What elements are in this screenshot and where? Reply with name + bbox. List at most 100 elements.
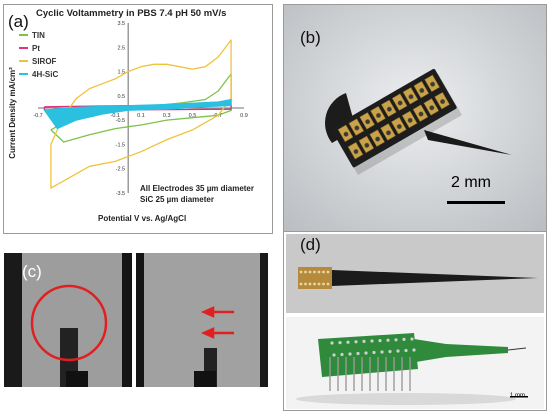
cv-chart: -0.7-0.3-0.10.10.30.50.70.93.52.51.50.5-…	[8, 8, 254, 223]
pad-via	[418, 111, 424, 117]
x-tick-label: -0.7	[33, 113, 42, 119]
panel-label-b: (b)	[300, 28, 321, 47]
header-pin	[317, 282, 321, 286]
panel-label-a: (a)	[8, 12, 29, 31]
electrode-array-photo	[284, 5, 546, 233]
probe-top-view	[286, 234, 544, 313]
pad-via	[397, 100, 403, 106]
pad-via	[386, 106, 392, 112]
scale-bar	[447, 201, 505, 204]
header-pin	[313, 282, 316, 286]
solder-joint	[346, 340, 350, 344]
y-tick-label: -1.5	[116, 142, 125, 148]
imaging-frames	[4, 253, 268, 387]
header-pin	[322, 282, 325, 286]
header-pin	[304, 270, 307, 274]
pad-via	[408, 94, 414, 100]
pad-via	[407, 117, 413, 123]
pad-via	[375, 136, 381, 142]
header-pin	[313, 270, 316, 274]
pad-via	[375, 112, 382, 119]
solder-joint	[370, 339, 374, 343]
header-pin	[317, 270, 321, 274]
pad-via	[343, 131, 349, 137]
pad-via	[385, 130, 392, 136]
x-tick-label: 0.3	[163, 113, 171, 119]
pad-via	[440, 98, 446, 105]
solder-joint	[404, 348, 408, 353]
solder-joint	[410, 337, 414, 341]
probe-side-view	[286, 317, 544, 409]
panel-label-c: (c)	[22, 262, 42, 281]
panel-a-chart: -0.7-0.3-0.10.10.30.50.70.93.52.51.50.5-…	[3, 4, 273, 234]
y-tick-label: -2.5	[116, 167, 125, 173]
y-tick-label: -0.5	[116, 118, 125, 124]
header-pin	[308, 270, 312, 274]
scale-label-b: 2 mm	[451, 174, 491, 191]
pcb-board	[318, 333, 418, 377]
x-tick-label: 0.1	[137, 113, 145, 119]
chart-annotation: All Electrodes 35 µm diameter	[140, 184, 254, 193]
legend-label: Pt	[32, 44, 40, 53]
y-tick-label: 3.5	[117, 21, 125, 27]
header-pin	[299, 270, 303, 274]
highlight-circle	[30, 284, 108, 362]
series-4h-sic-area	[43, 98, 232, 130]
y-tick-label: 1.5	[117, 70, 125, 76]
solder-joint	[402, 337, 406, 341]
panel-d-photos: 1 mm	[283, 231, 547, 411]
y-tick-label: 0.5	[117, 94, 125, 100]
pad-via	[396, 123, 402, 130]
panel-b-photo	[283, 4, 547, 234]
legend-label: TIN	[32, 31, 45, 40]
solder-joint	[362, 339, 366, 343]
header-pin	[326, 270, 330, 274]
solder-joint	[364, 351, 368, 355]
solder-joint	[388, 349, 392, 354]
x-axis-label: Potential V vs. Ag/AgCl	[98, 214, 186, 223]
x-tick-label: -0.1	[111, 113, 120, 119]
solder-joint	[380, 350, 384, 354]
solder-joint	[332, 353, 336, 357]
arrow-indicators	[200, 306, 234, 339]
panel-c-images	[4, 253, 268, 387]
solder-joint	[412, 348, 416, 352]
legend-label: 4H-SiC	[32, 70, 58, 79]
device-needle	[424, 130, 512, 155]
solder-joint	[338, 341, 342, 345]
solder-joint	[396, 349, 400, 353]
solder-joint	[394, 338, 398, 342]
header-pin	[304, 282, 307, 286]
pad-via	[365, 119, 371, 125]
solder-joint	[378, 339, 382, 343]
solder-joint	[386, 338, 390, 342]
x-tick-label: 0.5	[189, 113, 197, 119]
y-tick-label: -3.5	[116, 191, 125, 197]
panel-label-d: (d)	[300, 235, 321, 254]
pad-via	[354, 125, 360, 131]
header-pin	[322, 270, 325, 274]
solder-joint	[330, 341, 334, 345]
solder-joint	[372, 350, 376, 355]
scale-bar-d	[510, 396, 528, 398]
pad-via	[353, 148, 359, 155]
header-pin	[299, 282, 303, 286]
series-sirof-line	[50, 39, 232, 189]
scale-label-d: 1 mm	[510, 393, 525, 399]
chart-annotation: SiC 25 µm diameter	[140, 195, 214, 204]
x-tick-label: 0.9	[240, 113, 248, 119]
solder-joint	[348, 352, 352, 356]
header-pin	[326, 282, 330, 286]
pad-via	[364, 142, 370, 148]
pad-via	[430, 81, 436, 87]
pad-via	[419, 87, 425, 94]
y-axis-label: Current Density mA/cm²	[8, 67, 17, 159]
pad-via	[429, 105, 435, 111]
header-pin	[308, 282, 312, 286]
solder-joint	[340, 352, 344, 357]
chart-title: Cyclic Voltammetry in PBS 7.4 pH 50 mV/s	[36, 8, 226, 19]
solder-joint	[356, 351, 360, 356]
y-tick-label: 2.5	[117, 45, 125, 51]
device-body	[331, 68, 457, 168]
solder-joint	[354, 340, 358, 344]
